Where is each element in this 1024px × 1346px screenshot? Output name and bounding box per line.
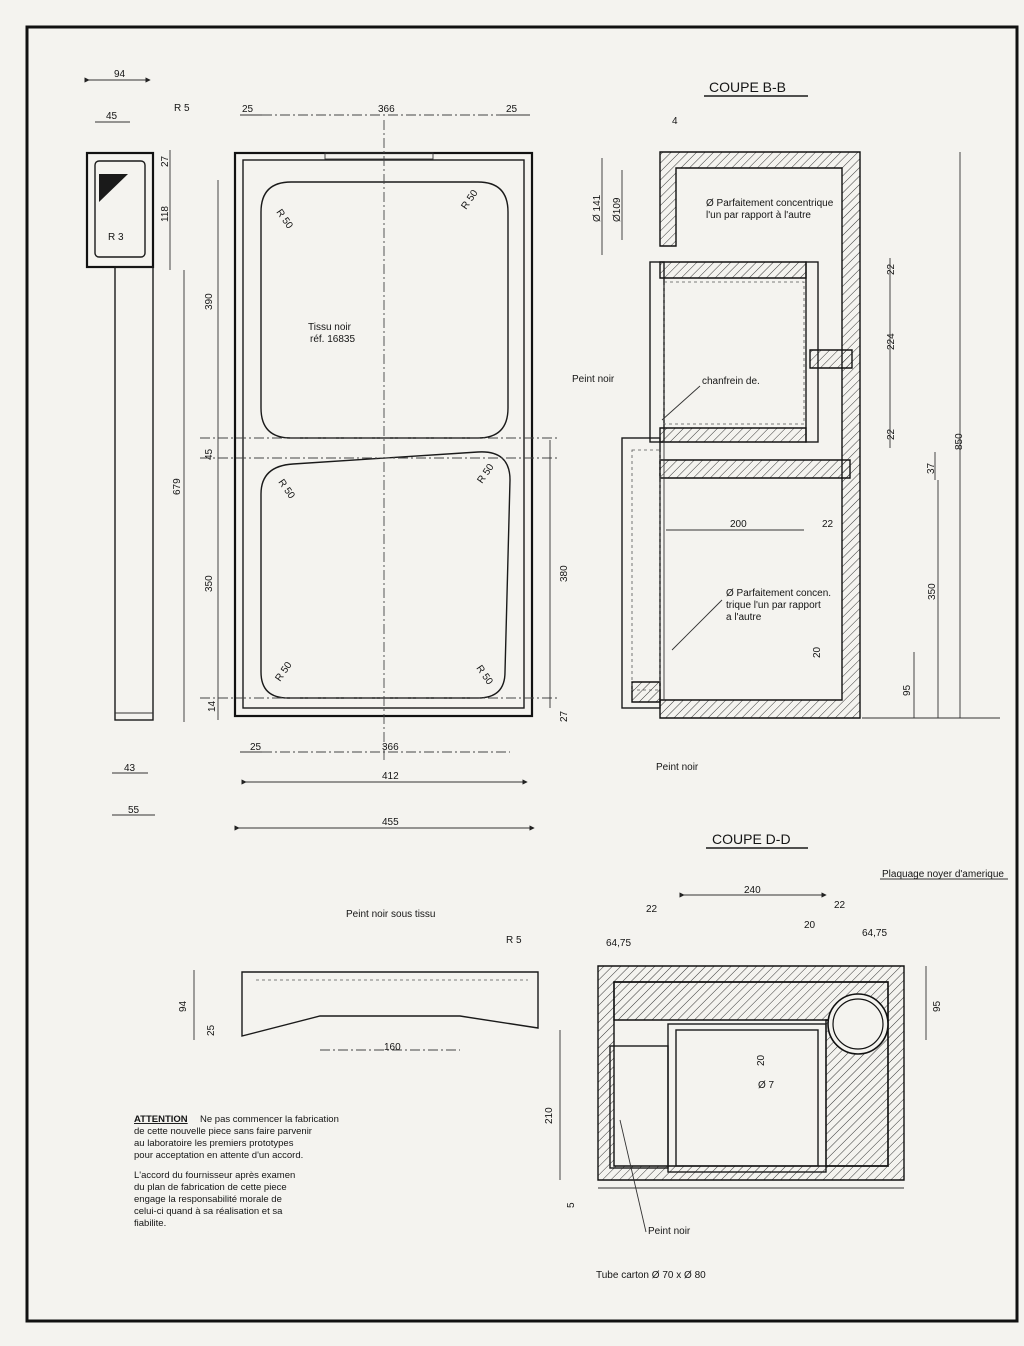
attention-line2: de cette nouvelle piece sans faire parve… <box>134 1126 312 1137</box>
dd-dim-240: 240 <box>744 885 761 896</box>
attention-heading: ATTENTION <box>134 1114 188 1125</box>
side-dim-679: 679 <box>172 478 183 495</box>
dd-tube-circle-inner <box>832 998 884 1050</box>
side-view-black-profile <box>99 174 128 202</box>
top-dim-94: 94 <box>178 1000 189 1012</box>
dd-dim-22b: 22 <box>834 900 846 911</box>
side-dim-55: 55 <box>128 805 140 816</box>
coupe-dd-title: COUPE D-D <box>712 831 791 847</box>
dd-dim-20b: 20 <box>756 1054 767 1066</box>
bb-dim-37: 37 <box>926 462 937 474</box>
bb-dim-4: 4 <box>672 116 678 127</box>
front-bottom-455: 455 <box>382 817 399 828</box>
top-view: Peint noir sous tissu R 5 94 25 160 <box>178 909 539 1053</box>
coupe-bb-title: COUPE B-B <box>709 79 786 95</box>
attention-line8: celui-ci quand à sa réalisation et sa <box>134 1206 283 1217</box>
bb-concen-note-2: trique l'un par rapport <box>726 600 821 611</box>
side-dim-27: 27 <box>160 155 171 167</box>
bb-dim-22a: 22 <box>886 263 897 275</box>
front-dim-25a: 25 <box>242 104 254 115</box>
front-upper-opening <box>260 181 509 439</box>
side-r5: R 5 <box>174 103 190 114</box>
bb-dim-22b: 22 <box>886 428 897 440</box>
side-dim-94: 94 <box>114 69 126 80</box>
r50-6: R 50 <box>474 663 495 687</box>
front-view: Tissu noir réf. 16835 R 50 R 50 R 50 R 5… <box>200 104 570 831</box>
front-dim-14: 14 <box>207 700 218 712</box>
attention-line3: au laboratoire les premiers prototypes <box>134 1138 294 1149</box>
front-dim-25b: 25 <box>506 104 518 115</box>
front-dim-366: 366 <box>378 104 395 115</box>
dd-dim-95: 95 <box>932 1000 943 1012</box>
attention-line1: Ne pas commencer la fabrication <box>200 1114 339 1125</box>
bb-dim-224: 224 <box>886 333 897 350</box>
dd-dim-5: 5 <box>566 1202 577 1208</box>
attention-note: ATTENTION Ne pas commencer la fabricatio… <box>134 1114 339 1229</box>
dd-dim-6475b: 64,75 <box>862 928 887 939</box>
dd-dim-20: 20 <box>804 920 816 931</box>
dd-plaquage: Plaquage noyer d'amerique <box>882 869 1004 880</box>
front-bottom-366: 366 <box>382 742 399 753</box>
side-r3: R 3 <box>108 232 124 243</box>
drawing-frame <box>25 25 1019 1323</box>
bb-dim-22c: 22 <box>822 519 834 530</box>
front-lower-opening <box>260 451 511 699</box>
r50-5: R 50 <box>273 660 294 684</box>
attention-line9: fiabilite. <box>134 1218 166 1229</box>
dd-dim-7: Ø 7 <box>758 1080 775 1091</box>
bb-dim-141: Ø 141 <box>592 194 603 222</box>
front-dim-27: 27 <box>559 710 570 722</box>
top-peint-noir-sous-tissu: Peint noir sous tissu <box>346 909 436 920</box>
top-dim-25: 25 <box>206 1024 217 1036</box>
r50-4: R 50 <box>276 477 297 501</box>
r50-3: R 50 <box>475 462 496 486</box>
bb-dim-200: 200 <box>730 519 747 530</box>
coupe-dd: COUPE D-D Plaquage noyer d'amerique 240 … <box>544 831 1008 1281</box>
bb-concentric-note-1: Ø Parfaitement concentrique <box>706 198 834 209</box>
dd-dim-210: 210 <box>544 1107 555 1124</box>
bb-concen-note-1: Ø Parfaitement concen. <box>726 588 831 599</box>
attention-line6: du plan de fabrication de cette piece <box>134 1182 287 1193</box>
side-dim-45: 45 <box>106 111 118 122</box>
front-dim-45: 45 <box>204 448 215 460</box>
bb-peint-noir: Peint noir <box>572 374 615 385</box>
top-dim-160: 160 <box>384 1042 401 1053</box>
dd-tube-circle-outer <box>827 993 889 1055</box>
front-dim-350: 350 <box>204 575 215 592</box>
r50-1: R 50 <box>274 207 295 231</box>
bb-dim-850: 850 <box>954 433 965 450</box>
bb-chanfrein: chanfrein de. <box>702 376 760 387</box>
side-view: 94 45 R 5 27 118 R 3 679 43 55 <box>84 69 190 816</box>
side-dim-118: 118 <box>160 206 171 222</box>
top-r5: R 5 <box>506 935 522 946</box>
front-dim-380: 380 <box>559 565 570 582</box>
front-bottom-25: 25 <box>250 742 262 753</box>
dd-dim-22a: 22 <box>646 904 658 915</box>
bb-peint-noir-bottom: Peint noir <box>656 762 699 773</box>
bb-dim-95: 95 <box>902 684 913 696</box>
tissu-label-1: Tissu noir <box>308 322 352 333</box>
front-bottom-412: 412 <box>382 771 399 782</box>
r50-2: R 50 <box>459 188 480 212</box>
bb-concen-note-3: a l'autre <box>726 612 762 623</box>
bb-concentric-note-2: l'un par rapport à l'autre <box>706 210 811 221</box>
attention-line4: pour acceptation en attente d'un accord. <box>134 1150 303 1161</box>
dd-peint-noir: Peint noir <box>648 1226 691 1237</box>
bb-dim-109: Ø109 <box>612 197 623 222</box>
attention-line5: L'accord du fournisseur après examen <box>134 1170 295 1181</box>
bb-dim-350: 350 <box>927 583 938 600</box>
coupe-bb: COUPE B-B 4 Ø 141 Ø109 Ø Parfaitement co… <box>572 79 1000 773</box>
dd-tube: Tube carton Ø 70 x Ø 80 <box>596 1270 706 1281</box>
bb-dim-20: 20 <box>812 646 823 658</box>
tissu-label-2: réf. 16835 <box>310 334 355 345</box>
front-dim-390: 390 <box>204 293 215 310</box>
attention-line7: engage la responsabilité morale de <box>134 1194 282 1205</box>
dd-dim-6475a: 64,75 <box>606 938 631 949</box>
side-dim-43: 43 <box>124 763 136 774</box>
